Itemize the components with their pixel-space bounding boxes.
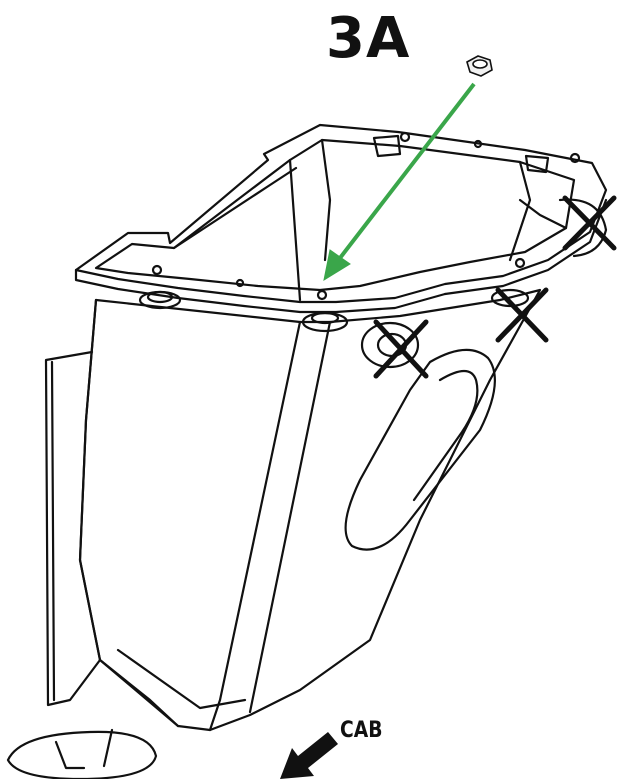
remove-x-icon — [373, 319, 429, 379]
remove-x-icon — [562, 195, 617, 251]
install-arrow — [323, 82, 476, 282]
step-label: 3A — [326, 6, 411, 71]
body-front-face — [78, 288, 542, 732]
cab-direction-label: CAB — [340, 718, 383, 743]
base-plate — [6, 730, 158, 779]
remove-x-icons — [373, 195, 617, 379]
remove-x-icon — [495, 287, 549, 343]
flange-inner — [94, 138, 576, 292]
side-window — [344, 348, 496, 551]
body-left-panel — [44, 298, 102, 707]
nut-icon — [466, 55, 493, 77]
direction-arrow-icon — [280, 732, 338, 779]
